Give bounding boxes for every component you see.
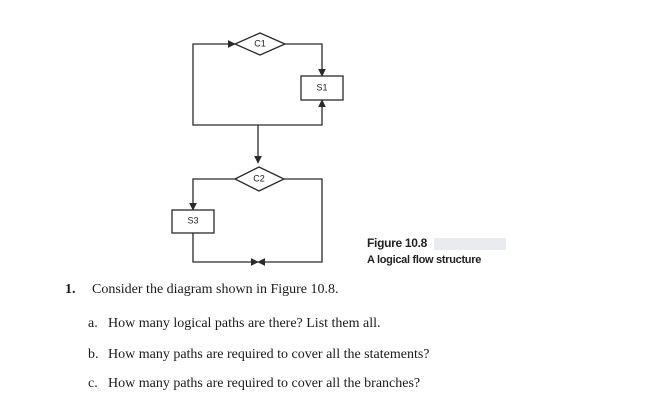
decision-c1-label: C1 bbox=[254, 38, 266, 48]
figure-caption-title: A logical flow structure bbox=[367, 254, 482, 266]
question-number: 1. bbox=[65, 282, 76, 297]
caption-highlight bbox=[434, 238, 506, 250]
question-1: 1. Consider the diagram shown in Figure 1… bbox=[65, 282, 339, 298]
question-part-c: c. How many paths are required to cover a… bbox=[88, 376, 420, 392]
s1-out-edge bbox=[258, 99, 326, 126]
statement-s3-label: S3 bbox=[187, 215, 198, 225]
c1-false-edge bbox=[192, 40, 258, 126]
decision-c1 bbox=[233, 32, 287, 56]
question-text: Consider the diagram shown in Figure 10.… bbox=[92, 282, 339, 297]
c1-true-edge bbox=[285, 43, 326, 77]
statement-s1-label: S1 bbox=[316, 82, 327, 92]
question-part-a: a. How many logical paths are there? List… bbox=[88, 316, 381, 332]
decision-c2-label: C2 bbox=[253, 173, 265, 183]
question-part-b: b. How many paths are required to cover a… bbox=[88, 347, 430, 363]
statement-s3 bbox=[171, 209, 215, 234]
part-text: How many paths are required to cover all… bbox=[108, 347, 430, 362]
c2-false-edge bbox=[189, 178, 235, 211]
figure-caption-number: Figure 10.8 bbox=[367, 236, 428, 250]
part-letter: a. bbox=[88, 316, 98, 331]
s3-out-edge bbox=[192, 233, 259, 266]
part-letter: c. bbox=[88, 376, 98, 391]
statement-s1 bbox=[300, 75, 344, 101]
c2-true-edge bbox=[257, 178, 323, 266]
part-letter: b. bbox=[88, 347, 99, 362]
decision-c2 bbox=[233, 166, 286, 192]
part-text: How many logical paths are there? List t… bbox=[108, 316, 381, 331]
part-text: How many paths are required to cover all… bbox=[108, 376, 421, 391]
